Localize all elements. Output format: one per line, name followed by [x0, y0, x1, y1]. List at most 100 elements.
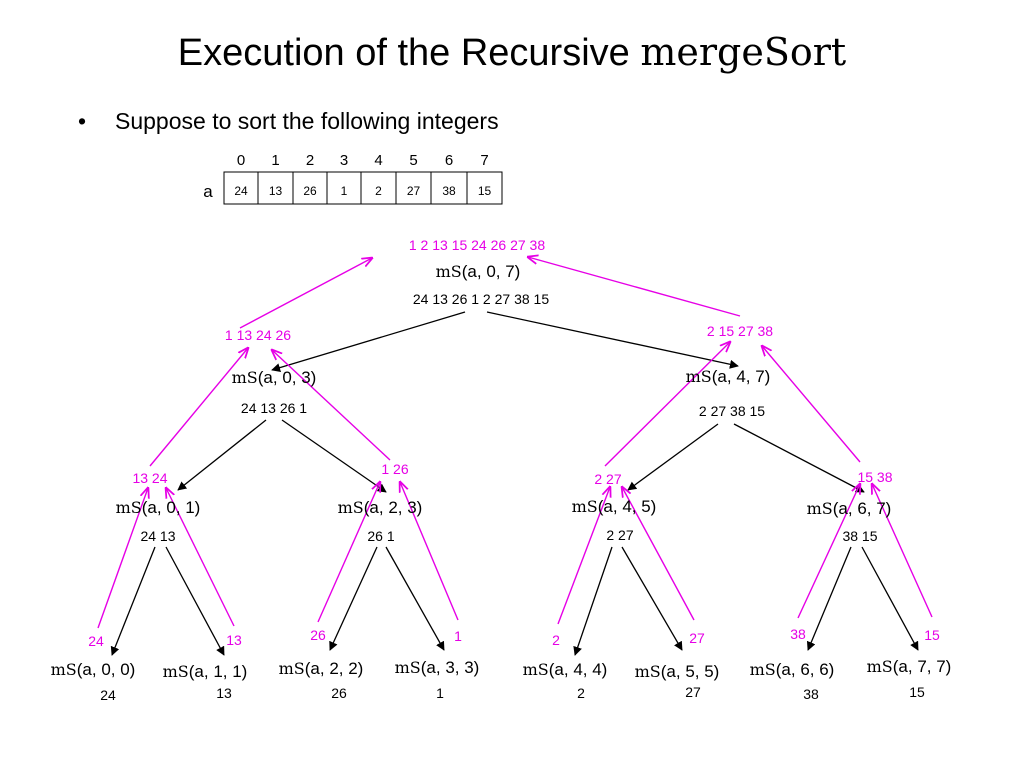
- return-arrow-55-45: [622, 487, 695, 621]
- node-input: 24 13 26 1 2 27 38 15: [413, 291, 549, 307]
- node-call: mS(a, 7, 7): [867, 657, 952, 676]
- node-call-args: (a, 6, 6): [776, 660, 835, 679]
- node-call-prefix: mS: [395, 658, 421, 677]
- array-cell: 24: [234, 184, 248, 198]
- tree-node-n44: 2mS(a, 4, 4)2: [523, 632, 608, 701]
- node-call-prefix: mS: [436, 262, 462, 281]
- array-dividers: [257, 172, 468, 204]
- call-arrow-67-77: [861, 546, 919, 651]
- node-result: 2 15 27 38: [707, 323, 773, 339]
- node-call: mS(a, 1, 1): [163, 662, 248, 681]
- array-index: 0: [237, 152, 245, 169]
- node-call-prefix: mS: [635, 662, 661, 681]
- node-call-args: (a, 4, 5): [598, 497, 657, 516]
- node-call: mS(a, 6, 6): [750, 660, 835, 679]
- call-arrow-23-22: [329, 546, 378, 651]
- node-call-prefix: mS: [686, 367, 712, 386]
- return-arrow-23-03: [272, 350, 391, 461]
- node-call-args: (a, 3, 3): [421, 658, 480, 677]
- call-arrow-01-11: [165, 546, 225, 656]
- node-input: 2: [577, 685, 585, 701]
- title-text: Execution of the Recursive: [177, 32, 641, 74]
- node-call: mS(a, 6, 7): [807, 499, 892, 518]
- node-result: 13: [226, 632, 242, 648]
- node-call-prefix: mS: [750, 660, 776, 679]
- node-input: 13: [216, 685, 232, 701]
- node-call: mS(a, 4, 7): [686, 367, 771, 386]
- node-call-args: (a, 6, 7): [833, 499, 892, 518]
- call-arrow-01-00: [110, 546, 156, 656]
- call-arrow-07-03: [271, 311, 466, 372]
- array-cell: 26: [303, 184, 317, 198]
- node-result: 15: [924, 627, 940, 643]
- tree-node-n07: 1 2 13 15 24 26 27 38 mS(a, 0, 7) 24 13 26…: [409, 237, 549, 307]
- tree-node-n77: 15 mS(a, 7, 7) 15: [867, 627, 952, 700]
- title-code: mergeSort: [640, 30, 847, 74]
- array-name: a: [203, 182, 213, 201]
- node-result: 15 38: [857, 469, 892, 485]
- call-arrows: [110, 311, 919, 656]
- array-cell: 27: [407, 184, 421, 198]
- node-input: 15: [909, 684, 925, 700]
- array-cell: 38: [442, 184, 456, 198]
- node-call-prefix: mS: [232, 368, 258, 387]
- node-call: mS(a, 0, 0): [51, 660, 136, 679]
- return-arrow-77-67: [872, 484, 933, 618]
- node-result: 1 2 13 15 24 26 27 38: [409, 237, 545, 253]
- return-arrow-47-07: [528, 257, 741, 317]
- array-frame: [223, 171, 503, 205]
- array-index: 1: [271, 152, 279, 169]
- node-result: 24: [88, 633, 104, 649]
- node-call: mS(a, 4, 5): [572, 497, 657, 516]
- array-index: 3: [340, 152, 348, 169]
- tree-nodes: 1 2 13 15 24 26 27 38 mS(a, 0, 7) 24 13 26…: [51, 237, 952, 703]
- node-call-prefix: mS: [807, 499, 833, 518]
- node-result: 38: [790, 626, 806, 642]
- node-result: 2 27: [594, 471, 621, 487]
- node-call-prefix: mS: [116, 498, 142, 517]
- node-call-prefix: mS: [523, 660, 549, 679]
- node-call-args: (a, 7, 7): [893, 657, 952, 676]
- node-call-prefix: mS: [163, 662, 189, 681]
- return-arrow-01-03: [149, 348, 248, 467]
- node-call: mS(a, 5, 5): [635, 662, 720, 681]
- call-arrow-07-47: [486, 311, 739, 369]
- tree-node-n33: 1mS(a, 3, 3)1: [395, 628, 480, 701]
- return-arrow-33-23: [400, 482, 459, 621]
- node-call: mS(a, 0, 7): [436, 262, 521, 281]
- node-call-args: (a, 4, 4): [549, 660, 608, 679]
- node-call-args: (a, 4, 7): [712, 367, 771, 386]
- node-input: 1: [436, 685, 444, 701]
- return-arrow-66-67: [797, 484, 860, 619]
- return-arrow-22-23: [317, 482, 380, 623]
- array-cell: 15: [478, 184, 492, 198]
- call-arrow-03-23: [281, 419, 387, 493]
- return-arrow-00-01: [97, 488, 148, 629]
- call-arrow-47-67: [733, 423, 865, 493]
- node-call-args: (a, 0, 1): [142, 498, 201, 517]
- node-call-prefix: mS: [279, 659, 305, 678]
- node-call: mS(a, 2, 3): [338, 498, 423, 517]
- node-call: mS(a, 0, 1): [116, 498, 201, 517]
- array-cell: 1: [341, 184, 348, 198]
- node-call-args: (a, 0, 0): [77, 660, 136, 679]
- bullet-marker: •: [78, 108, 87, 134]
- call-arrow-67-66: [806, 546, 852, 651]
- node-call-prefix: mS: [338, 498, 364, 517]
- node-result: 1 26: [381, 461, 408, 477]
- node-result: 1 13 24 26: [225, 327, 291, 343]
- return-arrow-44-45: [557, 487, 610, 625]
- node-input: 2 27 38 15: [699, 403, 765, 419]
- array-index: 2: [306, 152, 314, 169]
- return-arrow-67-47: [762, 346, 861, 463]
